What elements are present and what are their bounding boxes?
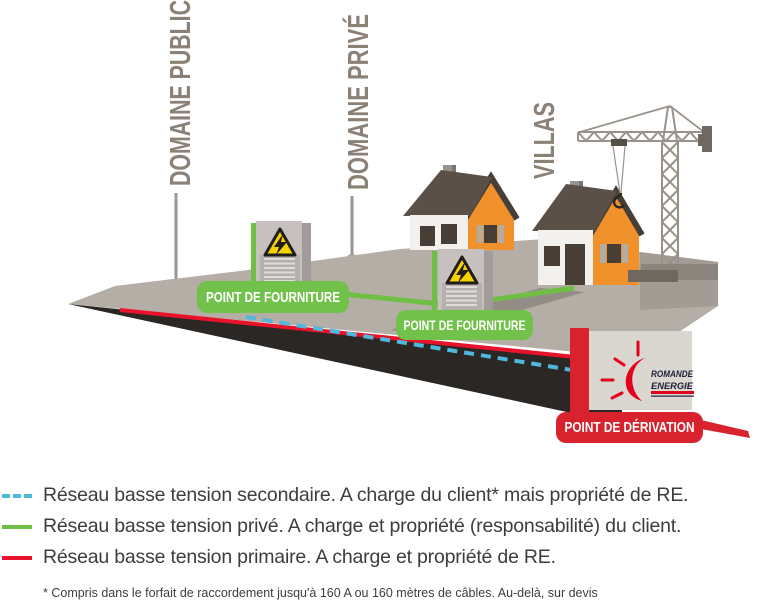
cabinet-1-vents <box>264 258 295 282</box>
crane-cables <box>612 145 626 194</box>
house-2-window <box>544 246 560 266</box>
house-1-roof <box>403 170 492 216</box>
house-2-shutter <box>600 244 606 263</box>
logo-box <box>589 331 692 410</box>
house-1 <box>403 165 520 250</box>
electric-cabinet-1 <box>251 221 311 287</box>
callout-1-pill <box>197 281 349 313</box>
legend-swatch-red-line <box>2 555 32 560</box>
house-2-side-window <box>607 244 621 263</box>
legend-swatch-green-line <box>2 524 32 529</box>
house-1-window <box>441 224 457 244</box>
network-illustration: DOMAINE PUBLIC DOMAINE PRIVÉ VILLAS <box>68 0 750 443</box>
crane-trolley <box>611 139 627 146</box>
legend-row-secondary: Réseau basse tension secondaire. A charg… <box>2 480 780 511</box>
construction-crane <box>577 105 718 282</box>
logo-red-underline <box>651 391 694 394</box>
legend-row-private: Réseau basse tension privé. A charge et … <box>2 511 780 542</box>
romande-energie-logo: ROMANDE ENERGIE <box>589 331 694 410</box>
callout-2-text: POINT DE FOURNITURE <box>404 317 526 333</box>
house-1-side-window <box>484 225 497 243</box>
house-1-front-wall <box>410 215 468 250</box>
crane-counterweight <box>698 126 712 152</box>
derivation-red-bar <box>570 328 589 426</box>
legend-text-secondary: Réseau basse tension secondaire. A charg… <box>43 484 689 506</box>
zone-label-domaine-prive: DOMAINE PRIVÉ <box>341 14 375 190</box>
zone-label-domaine-public: DOMAINE PUBLIC <box>165 0 197 186</box>
callout-point-de-fourniture-2: POINT DE FOURNITURE <box>396 310 533 340</box>
zone-label-villas: VILLAS <box>529 102 561 179</box>
crane-jib-lattice <box>577 130 707 143</box>
cabinet-1-side <box>302 223 311 287</box>
cabinet-2-side <box>484 251 493 311</box>
house-1-window <box>420 226 435 246</box>
callout-3-text: POINT DE DÉRIVATION <box>565 419 695 436</box>
callout-point-de-derivation: POINT DE DÉRIVATION <box>556 412 750 443</box>
house-1-shutter <box>477 225 483 243</box>
crane-base-block <box>628 270 678 282</box>
house-2 <box>532 181 645 285</box>
logo-text-romande: ROMANDE <box>651 369 694 380</box>
logo-dark-underline <box>651 395 694 397</box>
secondary-network-cyan-dashed-line <box>245 315 579 373</box>
crane-hook-icon <box>612 192 626 209</box>
cabinet-2-lightning-icon <box>456 262 469 283</box>
callout-3-pill <box>556 412 703 443</box>
callout-1-text: POINT DE FOURNITURE <box>206 289 340 306</box>
logo-sun-crescent-icon <box>625 358 645 401</box>
road <box>68 304 622 424</box>
legend-swatch-dashed-cyan-line <box>2 493 32 498</box>
house-1-shutter <box>498 225 504 243</box>
callout-point-de-fourniture-1: POINT DE FOURNITURE <box>197 281 349 313</box>
crane-tie-bars <box>579 105 705 133</box>
house-2-shutter <box>622 244 628 263</box>
legend-footnote: * Compris dans le forfait de raccordemen… <box>43 586 598 600</box>
legend-row-primary: Réseau basse tension primaire. A charge … <box>2 542 780 573</box>
house-2-roof <box>532 184 617 231</box>
cabinet-1-lightning-icon <box>274 234 287 255</box>
crane-tower-lattice <box>660 141 680 271</box>
callout-3-tail <box>701 420 750 438</box>
logo-sun-rays-icon <box>600 340 640 400</box>
legend: Réseau basse tension secondaire. A charg… <box>2 480 780 600</box>
legend-text-primary: Réseau basse tension primaire. A charge … <box>43 546 556 568</box>
electric-cabinet-2 <box>432 249 493 313</box>
legend-text-private: Réseau basse tension privé. A charge et … <box>43 515 682 537</box>
logo-text-energie: ENERGIE <box>651 381 694 392</box>
cabinet-2-vents <box>446 286 477 306</box>
house-2-door <box>565 244 585 285</box>
callout-2-pill <box>396 310 533 340</box>
